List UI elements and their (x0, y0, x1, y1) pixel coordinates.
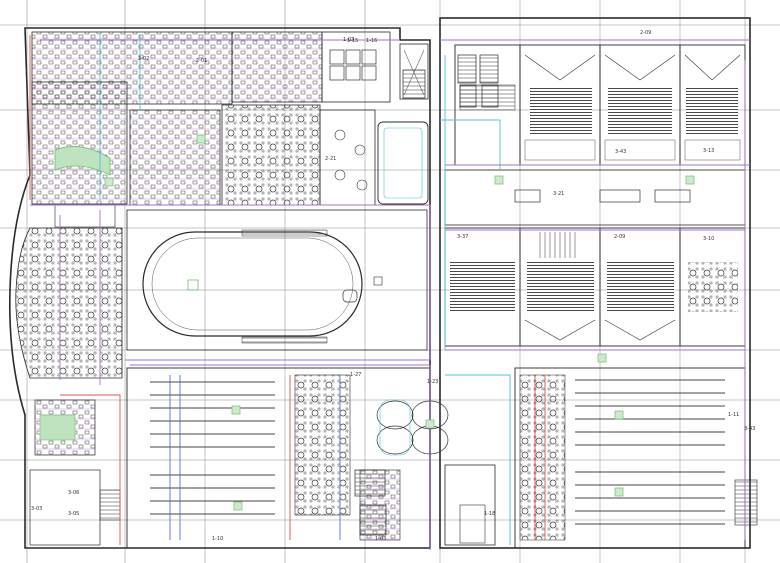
running-track (126, 209, 428, 351)
room-label: 1-15 (347, 38, 358, 44)
room-label: 3-03 (31, 506, 42, 512)
room-label: 1-07 (343, 37, 354, 43)
room-label: 1-10 (212, 536, 223, 542)
ductwork (29, 35, 750, 550)
room-label: 1-11 (728, 412, 739, 418)
left-building (8, 27, 431, 549)
service-rooms (31, 31, 429, 105)
room-label: 2-02 (138, 56, 149, 62)
room-label: 2-09 (614, 234, 625, 240)
room-label: 2-21 (325, 156, 336, 162)
room-label: 3-10 (703, 236, 714, 242)
lower-left-lanes (29, 367, 449, 549)
stair-cores (354, 54, 499, 536)
room-label: 3-43 (615, 149, 626, 155)
room-labels: 1-07 1-15 1-16 2-09 2-02 2-01 2-21 3-43 … (31, 30, 755, 542)
room-label: 2-01 (196, 58, 207, 64)
room-label: 3-37 (457, 234, 468, 240)
room-label: 1-03 (375, 536, 386, 542)
room-label: 3-21 (553, 191, 564, 197)
room-label: 3-05 (68, 511, 79, 517)
room-label: 2-09 (640, 30, 651, 36)
seating-hall (15, 204, 123, 379)
kitchen-area (31, 81, 429, 206)
room-label: 3-43 (744, 426, 755, 432)
room-label: 3-13 (703, 148, 714, 154)
room-label: 1-18 (484, 511, 495, 517)
room-label: 3-06 (68, 490, 79, 496)
room-label: 1-23 (427, 379, 438, 385)
room-label: 1-27 (350, 372, 361, 378)
lower-right-lanes (444, 367, 758, 549)
room-label: 1-16 (366, 38, 377, 44)
equipment-markers (104, 134, 695, 511)
